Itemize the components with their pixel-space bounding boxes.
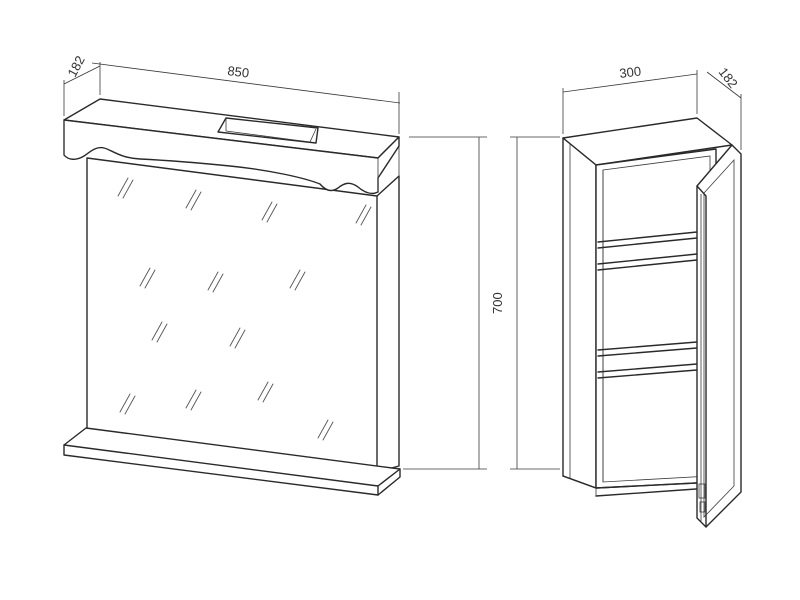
side-cabinet	[562, 117, 742, 528]
dim-mirror-depth: 182	[64, 53, 87, 79]
cabinet-door	[696, 144, 742, 528]
bottom-shelf	[63, 427, 401, 496]
lamp-fixture-icon	[217, 117, 319, 144]
glass-reflection-marks	[117, 177, 372, 441]
cabinet-shelf	[597, 231, 698, 271]
mirror-backboard	[376, 175, 400, 473]
hinge-icon	[698, 483, 706, 513]
cabinet-shelf	[597, 341, 698, 379]
dim-mirror-width: 850	[227, 63, 250, 81]
mirror-glass	[86, 157, 378, 473]
dim-height: 700	[490, 292, 505, 314]
mirror-unit	[63, 98, 401, 496]
dim-cabinet-depth: 182	[716, 65, 741, 91]
dim-cabinet-width: 300	[619, 63, 642, 81]
